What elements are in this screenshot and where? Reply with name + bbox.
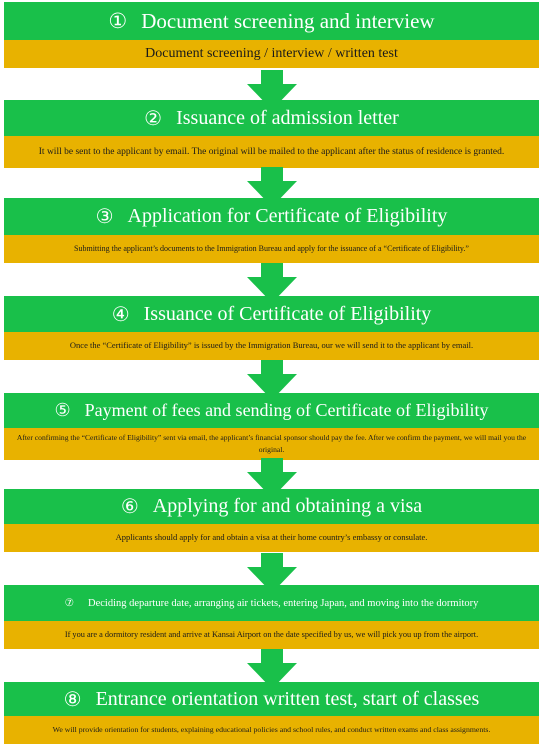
step-6-header: ⑥ Applying for and obtaining a visa [4,489,539,524]
arrow-down-icon [247,360,297,400]
arrow-down-icon [247,70,297,110]
step-4-title: Issuance of Certificate of Eligibility [143,302,432,325]
step-1-header: ① Document screening and interview [4,2,539,40]
step-3-header: ③ Application for Certificate of Eligibi… [4,198,539,235]
step-2-header: ② Issuance of admission letter [4,100,539,136]
step-3-description: Submitting the applicant’s documents to … [4,235,539,263]
step-4-header: ④ Issuance of Certificate of Eligibility [4,296,539,332]
step-6-description: Applicants should apply for and obtain a… [4,524,539,552]
step-4-number: ④ [111,303,130,326]
step-2-title: Issuance of admission letter [176,106,399,129]
step-3-number: ③ [95,206,114,228]
arrow-down-icon [247,458,297,498]
step-7-number: ⑦ [64,598,74,609]
step-5-number: ⑤ [54,400,71,420]
step-1-title: Document screening and interview [141,8,435,33]
arrow-down-icon [247,553,297,593]
step-8-description: We will provide orientation for students… [4,716,539,744]
step-2-number: ② [144,107,163,130]
step-6-number: ⑥ [120,496,139,518]
step-3-title: Application for Certificate of Eligibili… [127,205,448,227]
step-8-number: ⑧ [63,688,82,711]
step-7-title: Deciding departure date, arranging air t… [88,597,479,609]
step-8-title: Entrance orientation written test, start… [95,687,480,710]
arrow-down-icon [247,649,297,689]
step-6-title: Applying for and obtaining a visa [152,495,423,517]
step-1-description: Document screening / interview / written… [4,40,539,68]
step-5-description: After confirming the “Certificate of Eli… [4,428,539,460]
arrow-down-icon [247,263,297,303]
step-5-header: ⑤ Payment of fees and sending of Certifi… [4,393,539,428]
step-1-number: ① [108,8,128,33]
arrow-down-icon [247,167,297,207]
step-7-description: If you are a dormitory resident and arri… [4,621,539,649]
step-7-header: ⑦ Deciding departure date, arranging air… [4,585,539,621]
step-8-header: ⑧ Entrance orientation written test, sta… [4,682,539,716]
step-4-description: Once the “Certificate of Eligibility” is… [4,332,539,360]
step-5-title: Payment of fees and sending of Certifica… [84,400,489,420]
step-2-description: It will be sent to the applicant by emai… [4,136,539,168]
